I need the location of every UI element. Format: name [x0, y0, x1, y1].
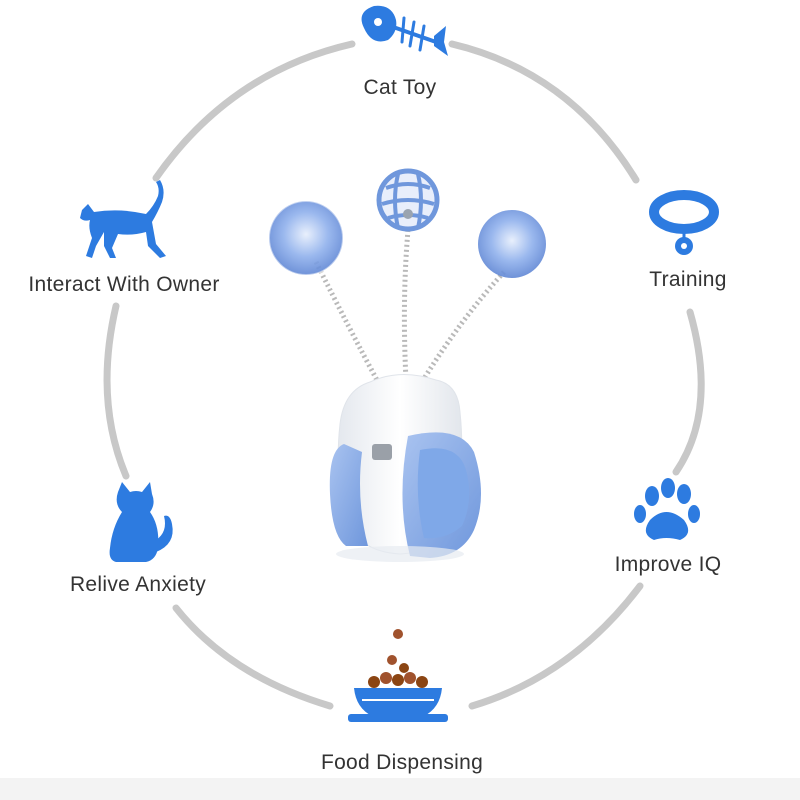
label-improve-iq: Improve IQ — [614, 553, 722, 576]
fish-bone-icon — [361, 5, 448, 56]
spring-left — [313, 260, 381, 384]
toy-springs — [313, 229, 506, 384]
ring-segment-bottom-right — [468, 582, 644, 710]
toy-ball-lattice — [376, 168, 440, 232]
label-relive-anxiety: Relive Anxiety — [69, 573, 207, 596]
toy-ball-right — [478, 210, 546, 278]
spring-center — [401, 229, 411, 381]
sitting-cat-icon — [109, 482, 173, 562]
ring-segment-top-right — [448, 40, 640, 184]
paw-print-icon — [634, 478, 700, 540]
label-food-dispensing: Food Dispensing — [320, 751, 484, 774]
food-bowl-icon — [348, 629, 448, 722]
footer-band — [0, 778, 800, 800]
spring-right — [419, 270, 506, 384]
label-interact-with-owner: Interact With Owner — [28, 273, 220, 296]
ring-segment-left — [103, 302, 130, 480]
gray-ring — [103, 40, 705, 710]
label-training: Training — [649, 268, 727, 291]
label-cat-toy: Cat Toy — [363, 76, 437, 99]
walking-cat-icon — [80, 180, 166, 258]
toy-ball-left — [268, 200, 344, 276]
ring-segment-right — [672, 308, 705, 476]
ring-segment-bottom-left — [172, 604, 334, 710]
toy-body — [329, 373, 481, 562]
ring-segment-top-left — [152, 40, 356, 182]
collar-icon — [649, 190, 719, 255]
